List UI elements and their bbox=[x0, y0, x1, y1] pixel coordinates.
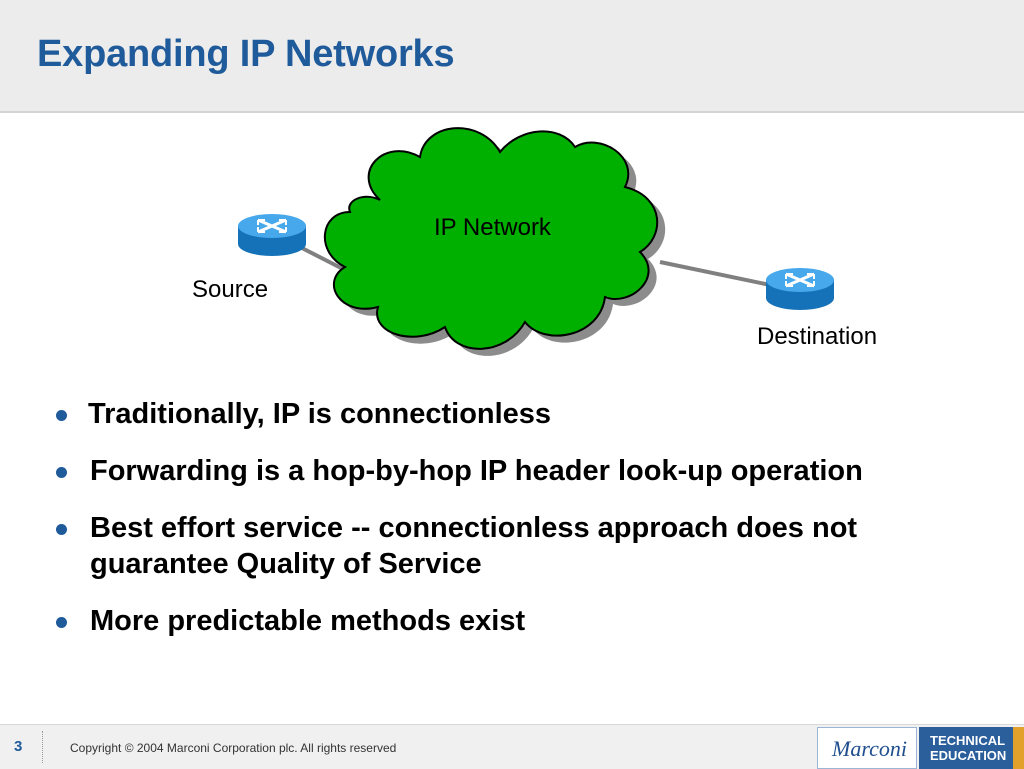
accent-stripe bbox=[1013, 727, 1024, 769]
link-source-cloud bbox=[299, 245, 346, 272]
destination-router-icon bbox=[766, 268, 834, 310]
source-label: Source bbox=[192, 276, 269, 303]
bullet-dot bbox=[56, 410, 67, 421]
copyright-text: Copyright © 2004 Marconi Corporation plc… bbox=[70, 741, 397, 755]
network-diagram-svg bbox=[238, 127, 834, 356]
cloud-label: IP Network bbox=[434, 214, 551, 241]
logo-text: Marconi bbox=[832, 736, 907, 761]
bullet-item: Forwarding is a hop-by-hop IP header loo… bbox=[0, 453, 950, 489]
bullet-item: More predictable methods exist bbox=[0, 603, 950, 639]
bullet-text: Traditionally, IP is connectionless bbox=[88, 398, 552, 430]
link-cloud-destination bbox=[659, 260, 776, 288]
footer-divider bbox=[42, 731, 43, 763]
badge-line-1: TECHNICAL bbox=[930, 733, 1006, 748]
slide-header: Expanding IP Networks bbox=[0, 0, 1024, 113]
slide-title: Expanding IP Networks bbox=[37, 33, 455, 75]
network-diagram: IP Network Source Destination bbox=[0, 112, 1024, 402]
bullet-dot bbox=[56, 524, 67, 535]
technical-education-badge: TECHNICAL EDUCATION bbox=[919, 727, 1013, 769]
bullet-text: Forwarding is a hop-by-hop IP header loo… bbox=[90, 455, 863, 487]
bullet-text: More predictable methods exist bbox=[90, 605, 526, 637]
bullet-text: Best effort service -- connectionless ap… bbox=[90, 512, 858, 580]
slide-footer: 3 Copyright © 2004 Marconi Corporation p… bbox=[0, 724, 1024, 769]
bullet-dot bbox=[56, 617, 67, 628]
bullet-item: Best effort service -- connectionless ap… bbox=[0, 510, 950, 582]
bullet-item: Traditionally, IP is connectionless bbox=[0, 396, 948, 432]
bullet-dot bbox=[56, 467, 67, 478]
bullet-list: Traditionally, IP is connectionless Forw… bbox=[0, 396, 1024, 639]
badge-line-2: EDUCATION bbox=[930, 748, 1007, 763]
marconi-logo: Marconi bbox=[817, 727, 917, 769]
destination-label: Destination bbox=[757, 323, 878, 350]
source-router-icon bbox=[238, 214, 306, 256]
page-number: 3 bbox=[14, 738, 23, 755]
